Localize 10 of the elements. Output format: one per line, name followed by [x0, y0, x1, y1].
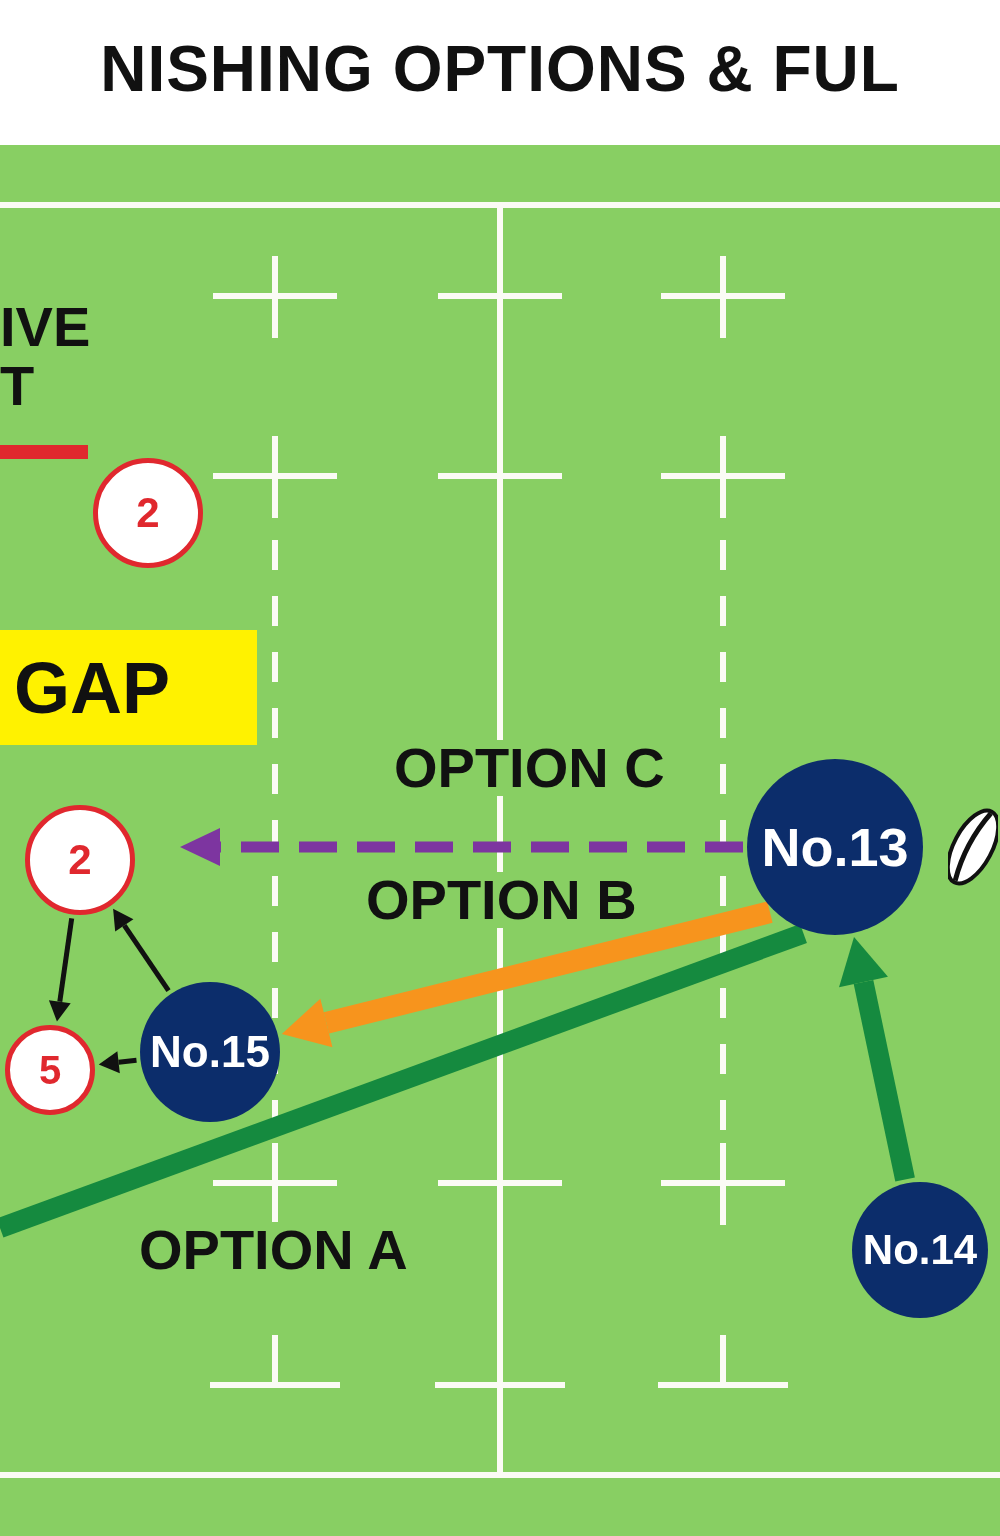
- diagram-title: NISHING OPTIONS & FUL: [99, 34, 901, 105]
- highlight-label: GAP: [0, 630, 257, 745]
- line: [0, 924, 807, 1238]
- arrow: [98, 1051, 137, 1074]
- dashed-arrow: [180, 828, 743, 866]
- arrow: [839, 937, 915, 1182]
- arrow: [48, 918, 75, 1022]
- section-heading: IVE T: [0, 298, 92, 416]
- arrow: [113, 908, 171, 993]
- arrow: [281, 901, 773, 1048]
